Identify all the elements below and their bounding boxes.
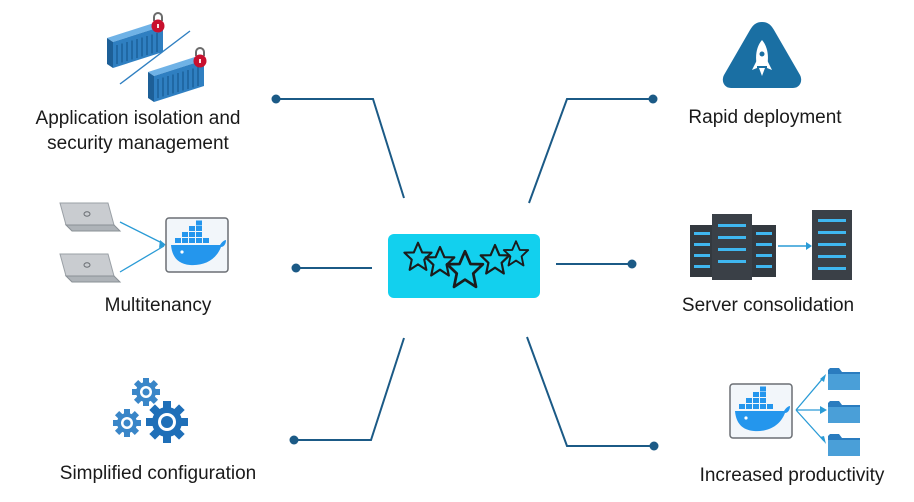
- docker-to-folders-icon: [729, 368, 860, 456]
- label-multitenancy: Multitenancy: [104, 295, 212, 316]
- connector-configuration: [294, 337, 405, 441]
- gears-icon: [113, 378, 188, 443]
- connector-dot-deployment: [648, 94, 658, 104]
- connector-isolation: [276, 98, 405, 199]
- connector-dot-isolation: [271, 94, 281, 104]
- shipping-containers-with-locks-icon: [106, 12, 208, 103]
- label-isolation-line-2: security management: [47, 133, 229, 154]
- label-deployment: Rapid deployment: [688, 107, 842, 128]
- rocket-icon: [722, 22, 802, 88]
- label-productivity: Increased productivity: [699, 465, 885, 486]
- label-configuration: Simplified configuration: [59, 463, 257, 484]
- connector-dot-configuration: [289, 435, 299, 445]
- hub-stars-icon: [388, 234, 540, 298]
- label-isolation-line-1: Application isolation and: [35, 108, 241, 129]
- connector-dot-productivity: [649, 441, 659, 451]
- connector-productivity: [526, 336, 654, 447]
- connector-deployment: [528, 98, 653, 204]
- connector-dot-consolidation: [627, 259, 637, 269]
- servers-icon: [690, 210, 852, 280]
- label-isolation: Application isolation and security manag…: [18, 106, 258, 156]
- laptops-to-docker-icon: [59, 202, 229, 283]
- label-consolidation: Server consolidation: [681, 295, 855, 316]
- connector-dot-multitenancy: [291, 263, 301, 273]
